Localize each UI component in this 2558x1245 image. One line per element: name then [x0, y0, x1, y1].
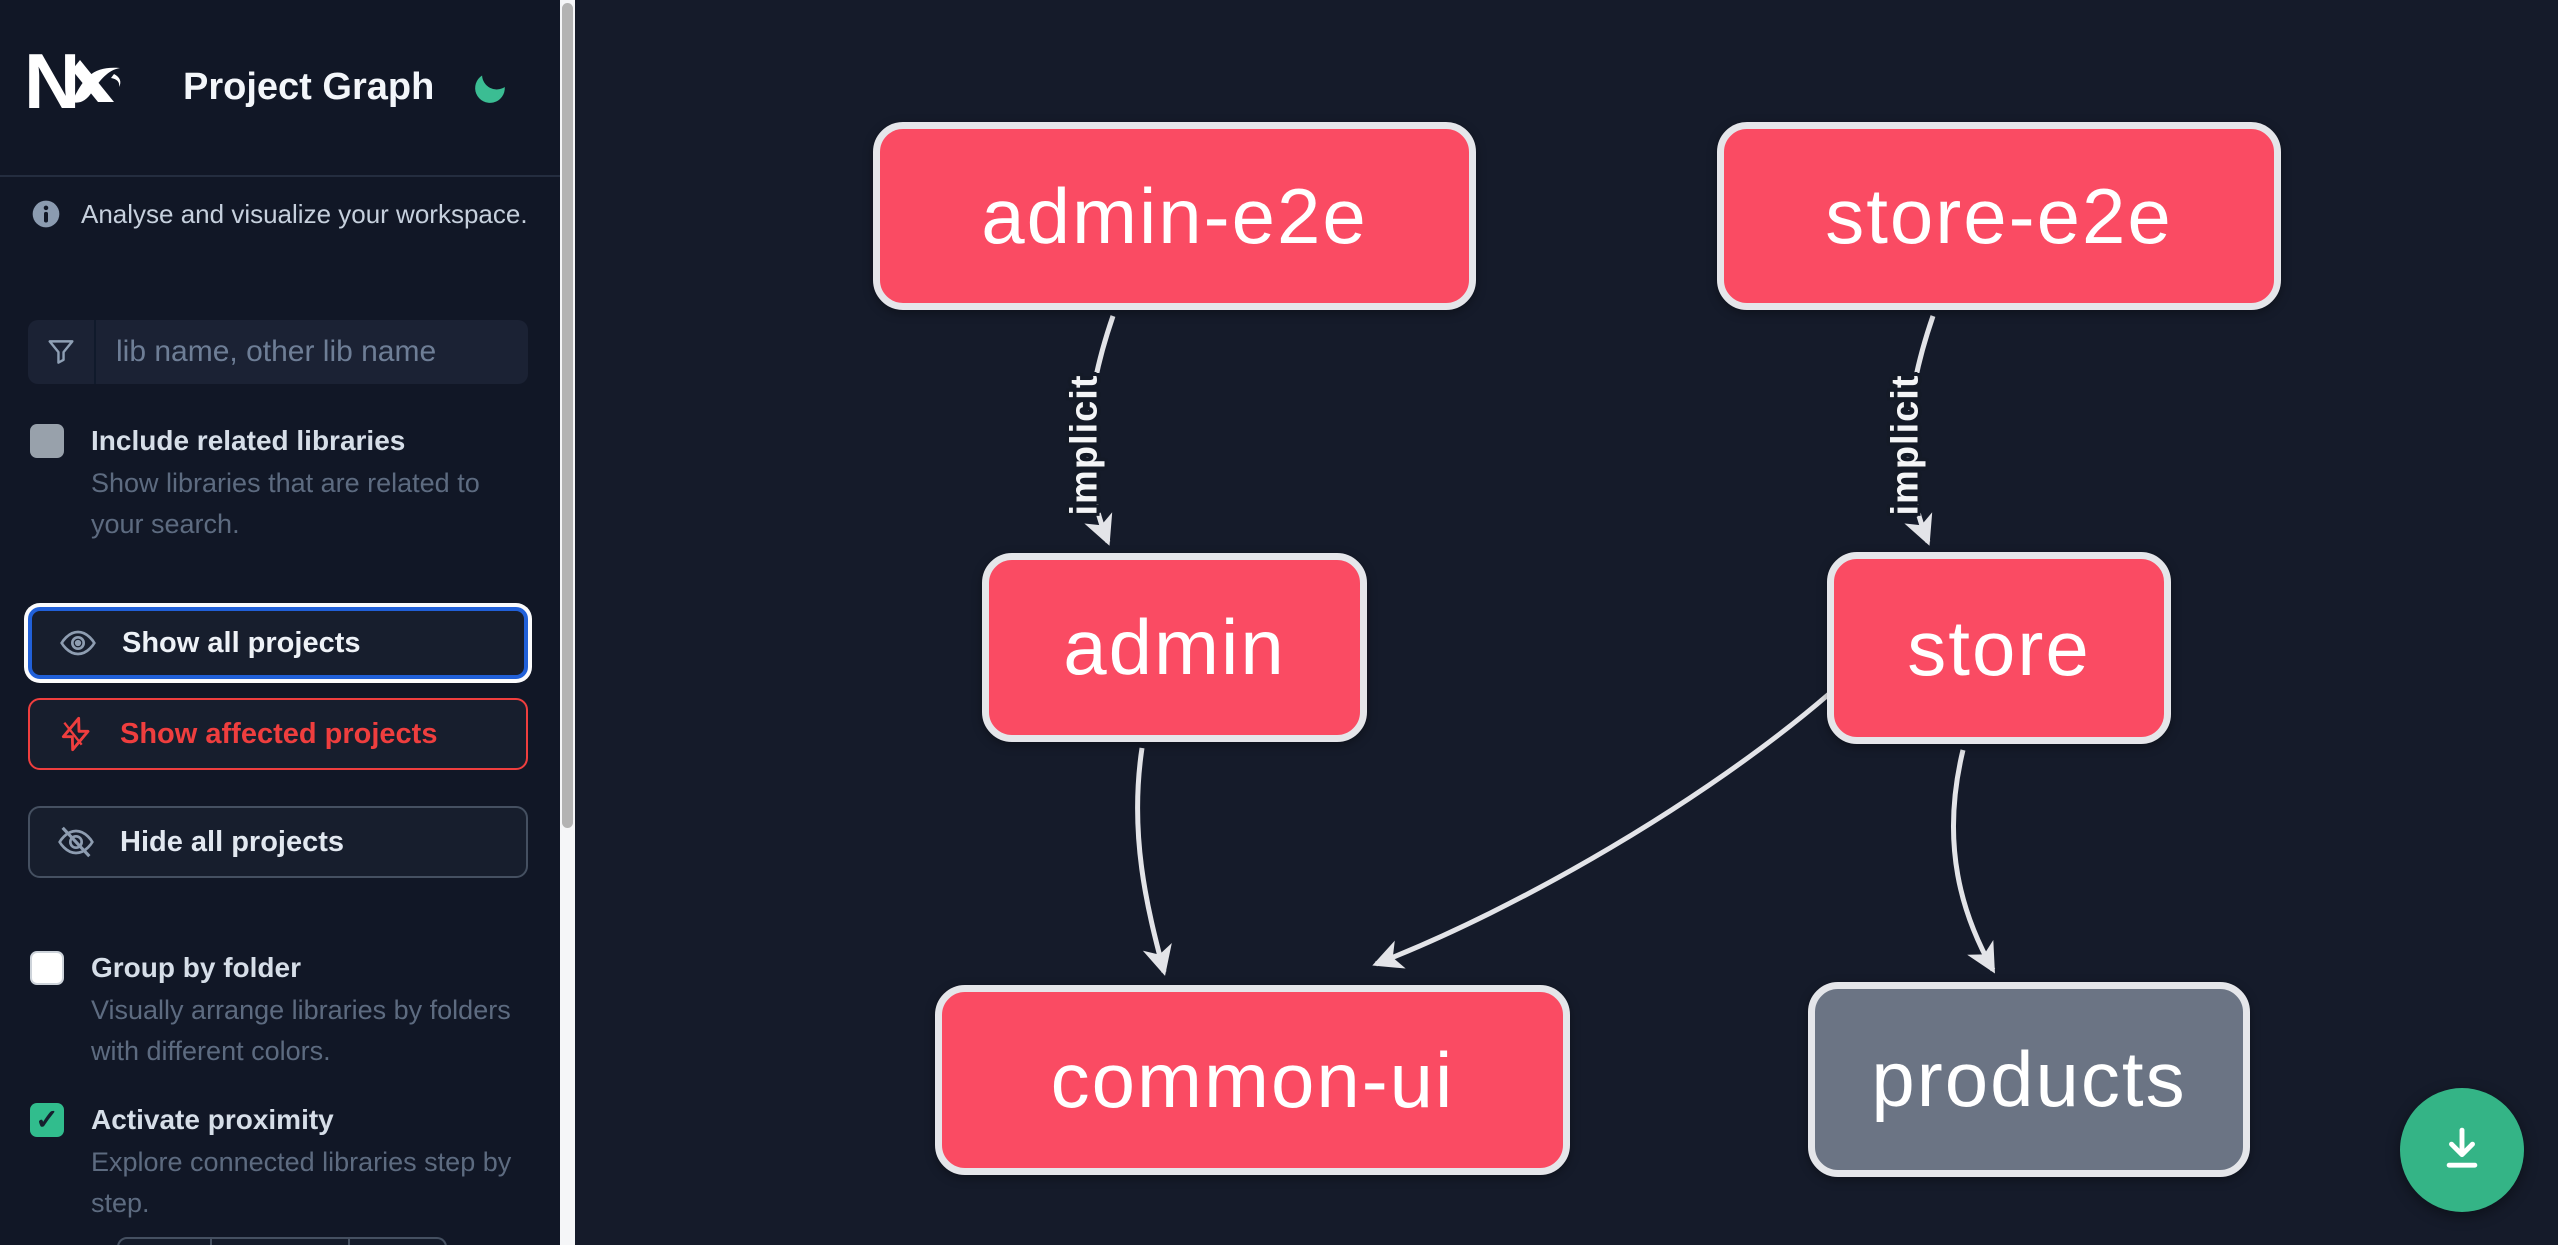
- graph-node-common-ui[interactable]: common-ui: [935, 985, 1570, 1175]
- download-image-button[interactable]: [2400, 1088, 2524, 1212]
- tagline-text: Analyse and visualize your workspace.: [81, 198, 528, 229]
- button-label: Hide all projects: [120, 825, 345, 858]
- graph-node-admin[interactable]: admin: [982, 553, 1367, 742]
- search-input-group: [28, 320, 528, 384]
- search-input[interactable]: [96, 320, 528, 384]
- checkbox-description: Show libraries that are related to your …: [91, 468, 480, 539]
- hide-all-projects-button[interactable]: Hide all projects: [28, 806, 528, 878]
- svg-text:N: N: [28, 40, 76, 122]
- graph-node-products[interactable]: products: [1808, 982, 2250, 1177]
- checkbox-box-checked[interactable]: ✓: [30, 1103, 64, 1137]
- edge-store-to-products: [1951, 749, 1996, 974]
- graph-node-store[interactable]: store: [1827, 552, 2171, 744]
- moon-icon[interactable]: [470, 68, 510, 108]
- increment-button[interactable]: [350, 1237, 447, 1245]
- checkbox-box-unchecked[interactable]: [30, 951, 64, 985]
- page-title: Project Graph: [183, 66, 435, 108]
- depth-value: [212, 1237, 350, 1245]
- info-icon: [32, 200, 60, 228]
- checkbox-box-unchecked[interactable]: [30, 424, 64, 458]
- button-label: Show all projects: [122, 626, 361, 659]
- edge-label-implicit: implicit: [1884, 374, 1927, 516]
- checkbox-include-related-libraries[interactable]: Include related libraries Show libraries…: [30, 422, 530, 545]
- checkbox-description: Explore connected libraries step by step…: [91, 1147, 512, 1218]
- scrollbar-thumb[interactable]: [562, 3, 573, 828]
- filter-funnel-icon: [28, 320, 96, 384]
- checkbox-label: Activate proximity: [91, 1104, 334, 1135]
- eye-off-icon: [58, 826, 94, 858]
- tagline-row: Analyse and visualize your workspace.: [30, 198, 528, 230]
- nx-logo: N: [28, 40, 121, 122]
- checkbox-label: Group by folder: [91, 952, 301, 983]
- checkbox-activate-proximity[interactable]: ✓ Activate proximity Explore connected l…: [30, 1101, 530, 1224]
- edge-label-implicit: implicit: [1063, 374, 1106, 516]
- edge-admin-to-common-ui: [1135, 747, 1172, 976]
- download-icon: [2446, 1127, 2478, 1168]
- eye-icon: [60, 630, 96, 656]
- show-all-projects-button[interactable]: Show all projects: [28, 607, 528, 679]
- decrement-button[interactable]: [117, 1237, 212, 1245]
- checkbox-group-by-folder[interactable]: Group by folder Visually arrange librari…: [30, 949, 530, 1072]
- checkbox-description: Visually arrange libraries by folders wi…: [91, 995, 511, 1066]
- sidebar-header: N Project Graph: [0, 0, 560, 177]
- proximity-depth-control[interactable]: [117, 1237, 447, 1245]
- sidebar-scrollbar[interactable]: [560, 0, 575, 1245]
- checkbox-label: Include related libraries: [91, 425, 406, 456]
- graph-node-admin-e2e[interactable]: admin-e2e: [873, 122, 1476, 310]
- bolt-icon: [61, 716, 90, 752]
- graph-node-store-e2e[interactable]: store-e2e: [1717, 122, 2281, 310]
- edge-store-to-common-ui: [1372, 692, 1831, 969]
- button-label: Show affected projects: [120, 717, 438, 750]
- sidebar: N Project Graph Analyse and visualize yo…: [0, 0, 560, 1245]
- show-affected-projects-button[interactable]: Show affected projects: [28, 698, 528, 770]
